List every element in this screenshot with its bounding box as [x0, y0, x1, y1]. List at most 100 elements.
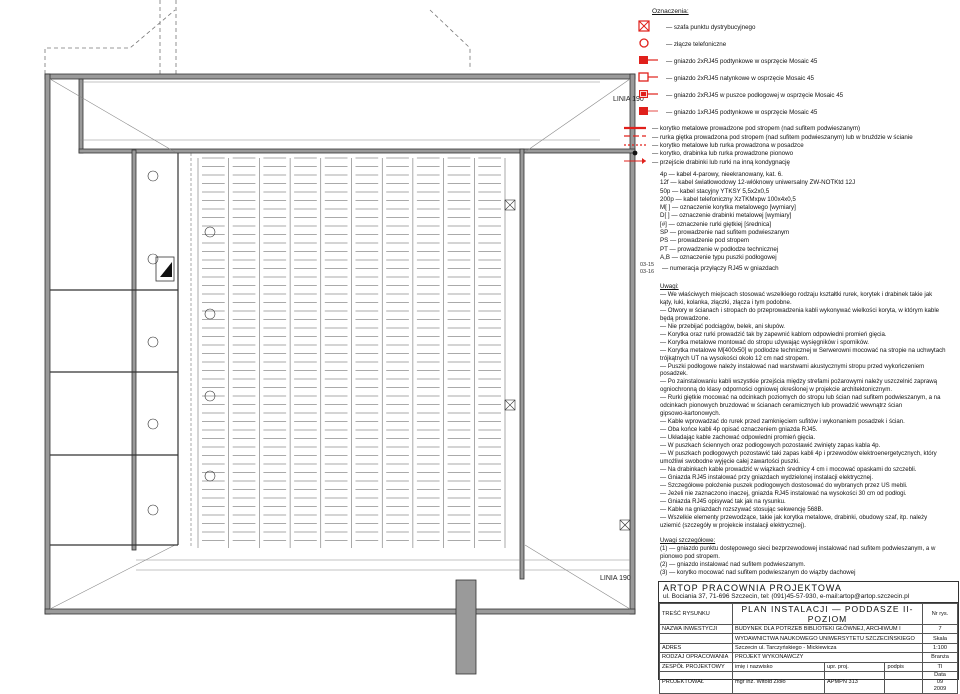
socket-floor-box-icon — [638, 88, 660, 103]
label-drawing: TREŚĆ RYSUNKU — [659, 603, 733, 625]
designer-license: APMPN 313 — [824, 670, 886, 694]
abbreviation-line: A,B — oznaczenie typu puszki podłogowej — [660, 253, 777, 261]
note-line: — Puszki podłogowe należy instalować nad… — [660, 362, 925, 370]
legend-row: — gniazdo 2xRJ45 natynkowe w osprzęcie M… — [638, 70, 952, 87]
legend-heading: Oznaczenia: — [652, 8, 689, 15]
designer-name: mgr inż. Witold Zioło — [731, 670, 826, 694]
note-line: — Nie przebijać podciągów, belek, ani sł… — [660, 322, 785, 330]
type-value: PROJEKT WYKONAWCZY — [732, 652, 923, 663]
note-line: odcinkach pionowych bruzdować w ścianach… — [660, 402, 903, 410]
socket-flush-1x-icon — [638, 105, 660, 120]
legend-row: — gniazdo 2xRJ45 podtynkowe w osprzęcie … — [639, 53, 952, 70]
label-address: ADRES — [659, 642, 733, 654]
label-type: RODZAJ OPRACOWANIA — [659, 652, 733, 663]
floor-plan-drawing: LINIA 190 LINIA 190 — [44, 0, 644, 675]
branch-value: TI — [922, 661, 958, 672]
legend-text: — szafa punktu dystrybucyjnego — [666, 23, 756, 31]
legend-text: — gniazdo 2xRJ45 natynkowe w osprzęcie M… — [666, 74, 814, 82]
sheet-no-value: 7 — [922, 623, 958, 635]
legend-line-text: — przejście drabinki lub rurki na inną k… — [652, 158, 790, 166]
firm-name: ARTOP PRACOWNIA PROJEKTOWA — [663, 583, 843, 593]
legend-row: — gniazdo 2xRJ45 w puszce podłogowej w o… — [639, 87, 952, 104]
note-line: umożliwi swobodne wyjęcie całej zawartoś… — [660, 457, 800, 465]
note-line: — Po zainstalowaniu kabli wszystkie prze… — [660, 378, 938, 386]
numbering-legend: 03-15 03-16 — numeracja przyłączy RJ45 w… — [640, 262, 950, 276]
abbreviation-line: [#] — oznaczenie rurki giętkiej [średnic… — [660, 220, 772, 228]
line-label-bottom: LINIA 190 — [600, 575, 631, 582]
abbreviation-line: SP — prowadzenie nad sufitem podwieszany… — [660, 229, 790, 237]
socket-surface-2x-icon — [638, 71, 660, 86]
note-line: — Otwory w ścianach i stropach do przepr… — [660, 306, 940, 314]
line-label-top: LINIA 190 — [613, 96, 644, 103]
legend-line-row: — korytko metalowe prowadzone pod strope… — [624, 125, 952, 133]
note-line: — Rurki giętkie mocować na odcinkach poz… — [660, 394, 941, 402]
abbreviation-line: PS — prowadzenie pod stropem — [660, 237, 750, 245]
abbreviation-line: 12f — kabel światłowodowy 12-włóknowy un… — [660, 179, 856, 187]
note-line: — Korytka oraz rurki prowadzić tak by za… — [660, 330, 887, 338]
legend-line-text: — rurka giętka prowadzona pod stropem (n… — [652, 133, 913, 141]
numbering-sample-bottom: 03-16 — [640, 269, 655, 275]
team-col-name: imię i nazwisko — [731, 661, 826, 672]
note-line: — Na drabinkach kable prowadzić w wiązka… — [660, 465, 917, 473]
note-line: — Wszelkie elementy przewodzące, takie j… — [660, 513, 928, 521]
note-line: — Szczegółowe położenie puszek podłogowy… — [660, 481, 908, 489]
label-branch: Branża — [922, 652, 958, 663]
note-line: — Kable wprowadzać do rurek przed zamkni… — [660, 418, 905, 426]
note-line: — Kable na gniazdach rozszywać stosując … — [660, 505, 824, 513]
abbreviation-line: PT — prowadzenie w podłodze technicznej — [660, 245, 779, 253]
note-line: ogniochronną do klasy odporności ogniowe… — [660, 386, 893, 394]
note-line: — Korytka metalowe montować do stropu uż… — [660, 338, 869, 346]
scale-value: 1:100 — [922, 642, 958, 654]
distribution-cabinet-icon — [638, 20, 660, 35]
socket-flush-2x-icon — [638, 54, 660, 69]
abbreviation-line: 200p — kabel telefoniczny XzTKMxpw 100x4… — [660, 195, 796, 203]
detail-notes-heading: Uwagi szczegółowe: — [660, 537, 716, 544]
general-notes: Uwagi: — We właściwych miejscach stosowa… — [660, 283, 952, 530]
note-line: — We właściwych miejscach stosować wszel… — [660, 290, 933, 298]
note-line: posadzek. — [660, 370, 688, 378]
legend-line-text: — korytko, drabinka lub rurka prowadzone… — [652, 150, 794, 158]
legend-text: — gniazdo 2xRJ45 podtynkowe w osprzęcie … — [666, 57, 818, 65]
label-sheet-no: Nr rys. — [922, 603, 958, 625]
abbreviation-line: M[ ] — oznaczenie korytka metalowego [wy… — [660, 204, 796, 212]
legend-row: — szafa punktu dystrybucyjnego — [638, 19, 952, 36]
date-cell: Data 09 2009 — [922, 670, 958, 694]
detail-note-line: (2) — gniazdo instalować nad sufitem pod… — [660, 560, 806, 568]
date-value-2: 2009 — [933, 685, 947, 692]
legend-line-text: — korytko metalowe prowadzone pod strope… — [652, 125, 861, 133]
legend-text: — gniazdo 2xRJ45 w puszce podłogowej w o… — [666, 91, 844, 99]
tray-line-icon — [624, 124, 652, 135]
address-value: Szczecin ul. Tarczyńskiego - Mickiewicza — [732, 642, 923, 654]
legend-line-text: — korytko metalowe lub rurka prowadzona … — [652, 142, 804, 150]
legend-line-row: — rurka giętka prowadzona pod stropem (n… — [624, 133, 952, 141]
abbreviations: 4p — kabel 4-parowy, nieekranowany, kat.… — [660, 171, 950, 262]
numbering-sample-top: 03-15 — [640, 262, 655, 268]
note-line: będą prowadzone. — [660, 314, 711, 322]
roof-ridges — [49, 78, 631, 610]
detail-note-line: (3) — korytko mocować nad sufitem podwie… — [660, 568, 856, 576]
label-team: ZESPÓŁ PROJEKTOWY — [659, 661, 733, 672]
note-line: — W puszkach podłogowych pozostawić taki… — [660, 450, 937, 458]
interior-walls — [50, 153, 179, 546]
note-line: — Gniazda RJ45 opisywać tak jak na rysun… — [660, 497, 786, 505]
vertical-riser-icon — [624, 149, 652, 160]
roof-outline — [44, 0, 471, 74]
investment-line-1: BUDYNEK DLA POTRZEB BIBLIOTEKI GŁÓWNEJ, … — [732, 623, 923, 635]
legend-row: — złącze telefoniczne — [639, 36, 952, 53]
detail-note-line: (1) — gniazdo punktu dostępowego sieci b… — [660, 544, 936, 552]
shelving-grid — [190, 153, 506, 548]
note-line: — Korytka metalowe M[400x50] w podłodze … — [660, 346, 946, 354]
date-value-1: 09 — [936, 678, 944, 685]
title-table: TREŚĆ RYSUNKU PLAN INSTALACJI — PODDASZE… — [659, 603, 958, 694]
phone-connector-icon — [638, 37, 660, 52]
legend: Oznaczenia: — szafa punktu dystrybucyjne… — [624, 8, 952, 167]
detail-notes: Uwagi szczegółowe: (1) — gniazdo punktu … — [660, 537, 952, 577]
legend-text: — gniazdo 1xRJ45 podtynkowe w osprzęcie … — [666, 108, 818, 116]
note-line: — W puszkach ściennych oraz podłogowych … — [660, 442, 881, 450]
legend-text: — złącze telefoniczne — [666, 40, 727, 48]
note-line: — Układając kable zachować odpowiedni pr… — [660, 434, 816, 442]
drawing-title: PLAN INSTALACJI — PODDASZE II-POZIOM — [732, 603, 923, 625]
investment-line-2: WYDAWNICTWA NAUKOWEGO UNIWERSYTETU SZCZE… — [732, 633, 923, 644]
abbreviation-line: 4p — kabel 4-parowy, nieekranowany, kat.… — [660, 171, 783, 178]
note-line: — Oba końce kabli 4p opisać oznaczeniem … — [660, 426, 818, 434]
